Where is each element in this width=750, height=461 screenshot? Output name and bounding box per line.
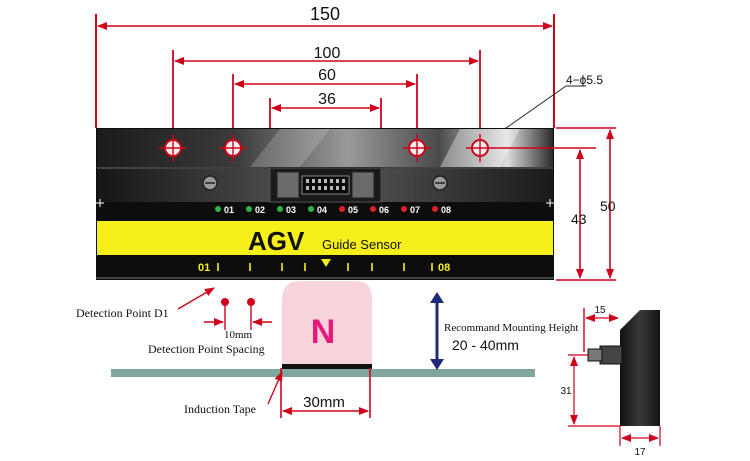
dimension-60-label: 60	[318, 67, 336, 84]
led-indicator-row: 01 02 03 04 05 06 07 08	[215, 205, 451, 215]
label-band	[97, 221, 553, 255]
led-label: 03	[286, 205, 296, 215]
mount-height-value: 20 - 40mm	[452, 337, 519, 353]
led-02-icon	[246, 206, 252, 212]
tape-width-label: 30mm	[303, 394, 345, 411]
screw-icon	[432, 175, 448, 191]
led-08-icon	[432, 206, 438, 212]
mounting-hole	[466, 134, 494, 162]
scale-end-label: 08	[438, 262, 450, 274]
induction-tape	[111, 369, 535, 377]
spacing-label: Detection Point Spacing	[148, 342, 265, 356]
detection-point-label: Detection Point D1	[76, 306, 169, 320]
side-view: 15 31 17	[560, 305, 661, 458]
mounting-hole	[403, 134, 431, 162]
magnet-pole-label: N	[311, 313, 336, 351]
side-base-label: 17	[634, 447, 646, 458]
dimension-100-label: 100	[314, 45, 341, 62]
screw-icon	[202, 175, 218, 191]
dimension-hole-height: 43	[494, 147, 616, 281]
led-label: 07	[410, 205, 420, 215]
led-label: 05	[348, 205, 358, 215]
mounting-height-arrow	[430, 292, 444, 370]
dimension-tape-width: 30mm	[280, 368, 371, 418]
scale-row: 01 08	[198, 259, 450, 274]
led-label: 06	[379, 205, 389, 215]
scale-start-label: 01	[198, 262, 210, 274]
led-05-icon	[339, 206, 345, 212]
mount-height-label: Recommand Mounting Height	[444, 322, 578, 334]
led-07-icon	[401, 206, 407, 212]
subtitle-text: Guide Sensor	[322, 237, 402, 252]
dimension-43-label: 43	[571, 211, 587, 227]
dimension-body-height: 50	[556, 127, 616, 279]
mounting-hole	[159, 134, 187, 162]
led-label: 04	[317, 205, 327, 215]
led-03-icon	[277, 206, 283, 212]
dimension-150-label: 150	[310, 4, 340, 24]
induction-tape-label: Induction Tape	[184, 402, 256, 416]
connector	[269, 167, 382, 203]
side-height-label: 31	[560, 386, 572, 397]
hole-callout-label: 4−ϕ5.5	[566, 73, 603, 87]
spacing-value-label: 10mm	[224, 329, 253, 341]
detection-spacing-diagram	[204, 298, 272, 330]
dimension-36-label: 36	[318, 91, 336, 108]
center-marker-icon	[321, 259, 331, 267]
led-label: 01	[224, 205, 234, 215]
side-depth-label: 15	[594, 305, 606, 316]
mounting-hole	[219, 134, 247, 162]
led-06-icon	[370, 206, 376, 212]
led-04-icon	[308, 206, 314, 212]
dimension-50-label: 50	[600, 198, 616, 214]
sensor-body: 01 02 03 04 05 06 07 08 AGV Guide Sensor 01 08	[96, 128, 554, 280]
led-01-icon	[215, 206, 221, 212]
dimension-overall-width: 150	[95, 4, 555, 128]
led-label: 08	[441, 205, 451, 215]
led-label: 02	[255, 205, 265, 215]
magnet: N	[282, 281, 372, 369]
brand-text: AGV	[248, 226, 305, 256]
